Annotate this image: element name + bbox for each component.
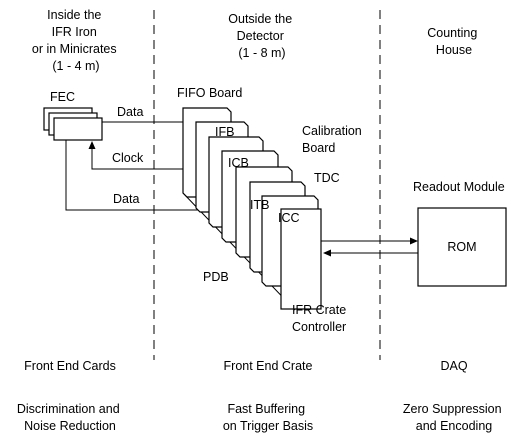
right-header-line-2: House [436, 43, 472, 57]
controller-line-1: IFR Crate [292, 303, 346, 317]
rom-box [417, 207, 507, 287]
front-end-crate [182, 107, 322, 311]
icb-label: ICB [228, 156, 249, 170]
middle-header-line-1: Outside the [228, 12, 292, 26]
clock-arrowhead [88, 141, 96, 149]
fec-label: FEC [50, 90, 75, 104]
ifb-label: IFB [215, 125, 234, 139]
left-footer-description: Discrimination and Noise Reduction [17, 402, 123, 433]
left-header-line-2: IFR Iron [52, 25, 97, 39]
middle-desc-line-2: on Trigger Basis [223, 419, 313, 433]
left-desc-line-1: Discrimination and [17, 402, 120, 416]
left-column-header: Inside the IFR Iron or in Minicrates (1 … [32, 8, 120, 73]
middle-footer-description: Fast Buffering on Trigger Basis [223, 402, 313, 433]
calibration-line-1: Calibration [302, 124, 362, 138]
tdc-label: TDC [314, 171, 340, 185]
middle-desc-line-1: Fast Buffering [227, 402, 305, 416]
calibration-board-label: Calibration Board [302, 124, 365, 155]
data-top-label: Data [117, 105, 143, 119]
itb-label: ITB [250, 198, 269, 212]
right-footer-description: Zero Suppression and Encoding [403, 402, 505, 433]
to-icc-arrowhead [323, 249, 331, 257]
left-desc-line-2: Noise Reduction [24, 419, 116, 433]
icc-rom-bidirectional-link [321, 237, 418, 257]
calibration-line-2: Board [302, 141, 335, 155]
ifr-crate-controller-label: IFR Crate Controller [292, 303, 350, 334]
icc-controller-board [280, 208, 322, 310]
fifo-board-label: FIFO Board [177, 86, 242, 100]
to-rom-arrowhead [410, 237, 418, 245]
right-header-line-1: Counting [427, 26, 477, 40]
data-bottom-label: Data [113, 192, 139, 206]
right-desc-line-2: and Encoding [416, 419, 493, 433]
left-header-line-3: or in Minicrates [32, 42, 117, 56]
pdb-label: PDB [203, 270, 229, 284]
left-footer-title: Front End Cards [24, 359, 116, 373]
middle-header-line-2: Detector [237, 29, 284, 43]
clock-label: Clock [112, 151, 144, 165]
fec-card-front [53, 117, 103, 141]
middle-footer-title: Front End Crate [224, 359, 313, 373]
right-desc-line-1: Zero Suppression [403, 402, 502, 416]
rom-label: ROM [447, 240, 476, 254]
middle-column-header: Outside the Detector (1 - 8 m) [228, 12, 295, 60]
fec-to-fifo-data-line [102, 118, 191, 126]
middle-header-line-3: (1 - 8 m) [238, 46, 285, 60]
readout-module-label: Readout Module [413, 180, 505, 194]
right-column-header: Counting House [427, 26, 481, 57]
left-header-line-4: (1 - 4 m) [52, 59, 99, 73]
right-footer-title: DAQ [440, 359, 467, 373]
left-header-line-1: Inside the [47, 8, 101, 22]
fec-card-stack [43, 107, 103, 141]
icc-label: ICC [278, 211, 300, 225]
controller-line-2: Controller [292, 320, 346, 334]
